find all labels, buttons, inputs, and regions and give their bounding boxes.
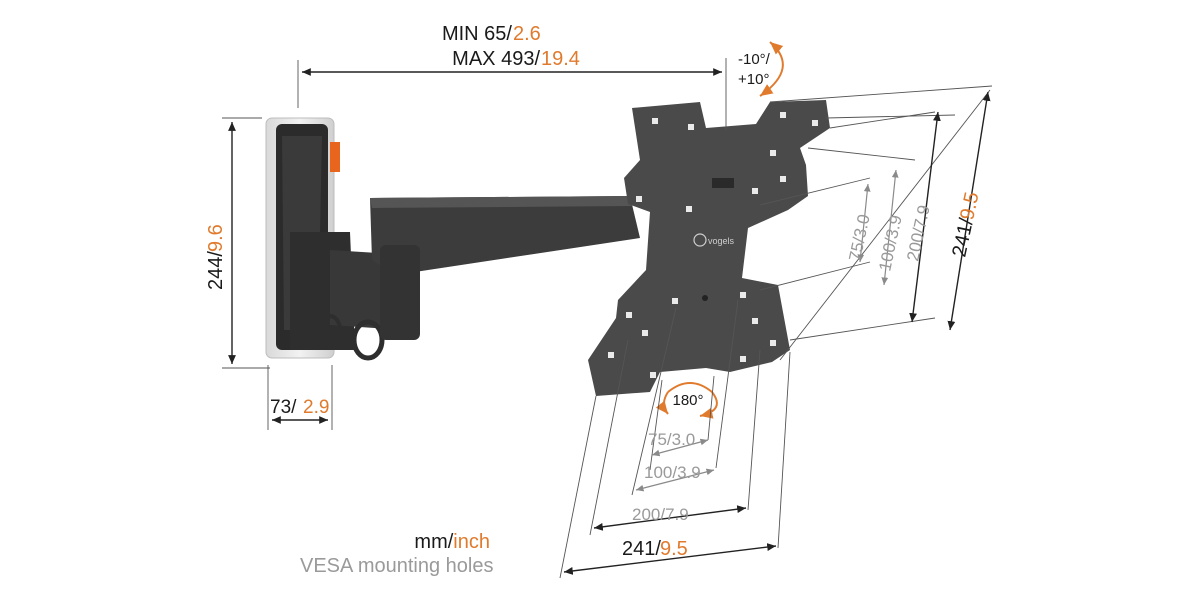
tilt-plus: +10° <box>738 71 769 88</box>
units-legend: mm/inch <box>340 530 490 554</box>
vesa-vertical-200: 200/7.9 <box>903 203 933 262</box>
vesa-legend: VESA mounting holes <box>300 555 494 577</box>
brand-logo-text: vogels <box>708 236 735 246</box>
units-mm: mm/ <box>414 531 454 553</box>
height-mm: 244/ <box>205 251 227 290</box>
orange-tab <box>330 142 340 172</box>
min-label: MIN 65/ <box>442 23 512 45</box>
max-inch: 19.4 <box>541 48 580 70</box>
legend: mm/inch VESA mounting holes <box>300 530 493 578</box>
units-inch: inch <box>453 531 490 553</box>
vesa-horizontal-200: 200/7.9 <box>632 505 689 524</box>
plate-width-inch: 9.5 <box>660 538 688 560</box>
rotation-indicator: 180° <box>655 382 718 419</box>
height-dimension: 244/ 9.6 <box>205 117 270 369</box>
brand-logo: vogels <box>693 233 735 247</box>
max-label: MAX 493/ <box>452 48 540 70</box>
plate-height-mm: 241/ <box>948 216 978 259</box>
min-inch: 2.6 <box>513 23 541 45</box>
vesa-vertical-100: 100/3.9 <box>875 213 905 272</box>
depth-inch: 2.9 <box>303 397 329 418</box>
depth-mm: 73/ <box>270 397 297 418</box>
height-inch: 9.6 <box>205 224 227 252</box>
plate-width-mm: 241/ <box>622 538 661 560</box>
horizontal-vesa-dimensions: 75/3.0 100/3.9 200/7.9 241/ 9.5 <box>559 299 791 579</box>
plate-height-inch: 9.5 <box>956 190 983 222</box>
swivel-arm <box>290 196 640 361</box>
vesa-plate: vogels <box>588 100 830 396</box>
tilt-indicator: -10°/ +10° <box>738 41 784 97</box>
rotation-label: 180° <box>672 392 703 409</box>
tilt-minus: -10°/ <box>738 51 771 68</box>
vesa-horizontal-100: 100/3.9 <box>644 463 701 482</box>
vesa-vertical-75: 75/3.0 <box>845 213 873 263</box>
depth-dimension: 73/ 2.9 <box>267 365 333 430</box>
reach-dimension: MIN 65/ 2.6 MAX 493/ 19.4 <box>297 23 727 130</box>
vesa-horizontal-75: 75/3.0 <box>648 430 695 449</box>
